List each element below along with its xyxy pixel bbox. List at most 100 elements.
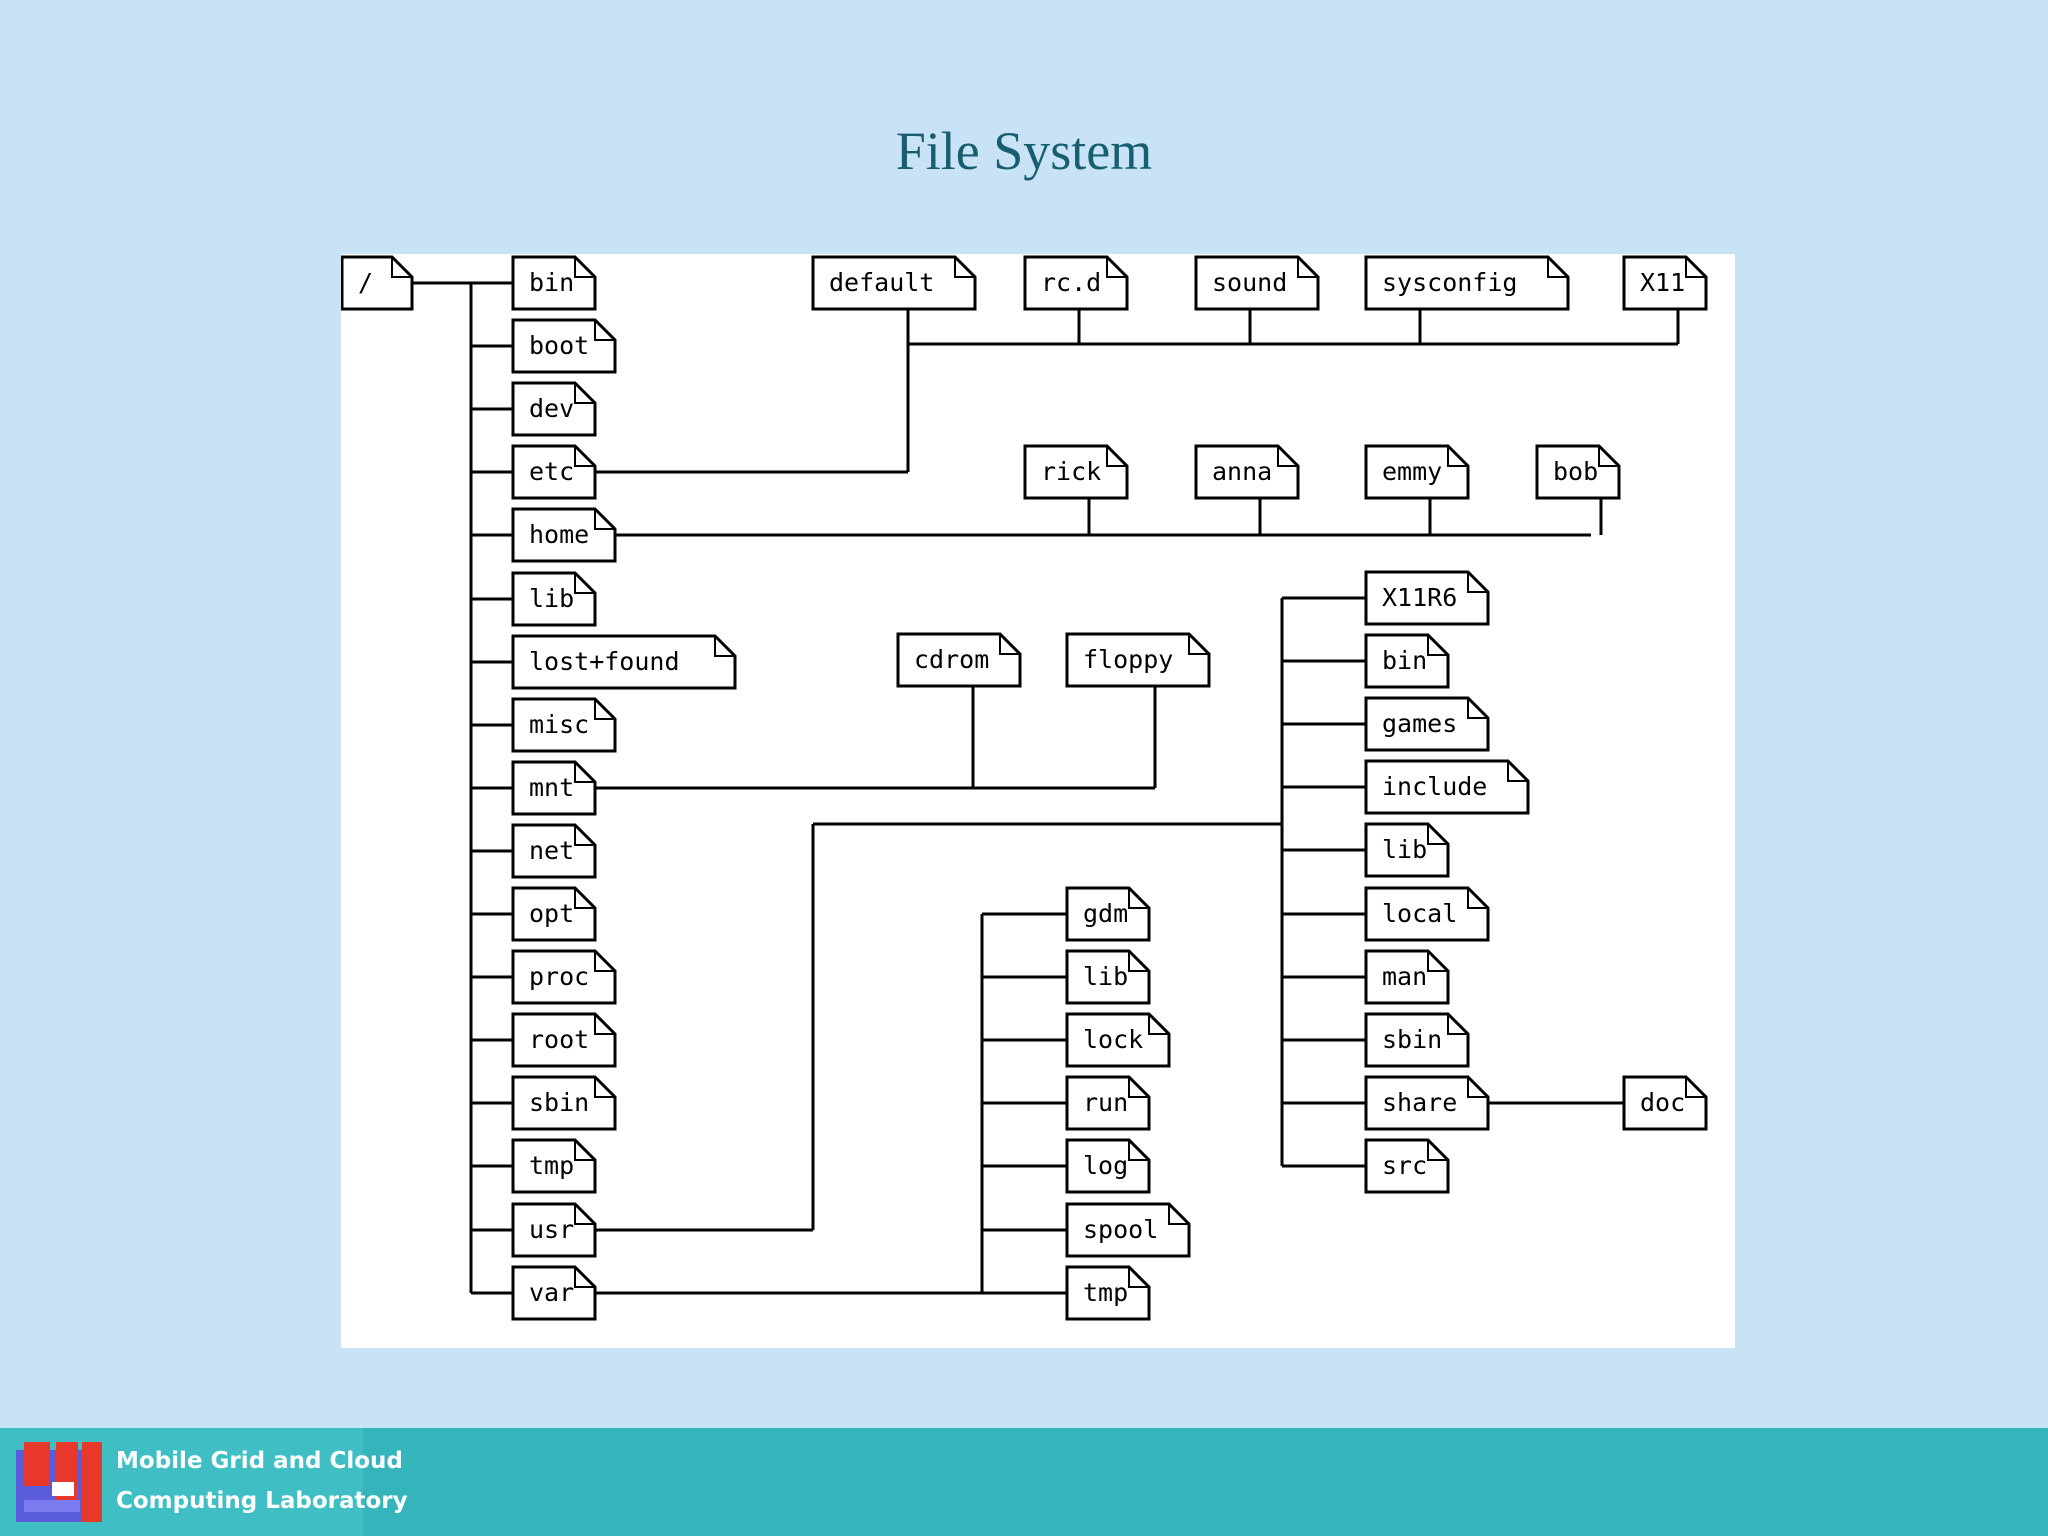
folder-box (811, 255, 977, 311)
folder-node[interactable]: default (811, 255, 977, 311)
folder-node[interactable]: lib (511, 571, 597, 627)
folder-node[interactable]: opt (511, 886, 597, 942)
folder-label: default (829, 268, 934, 297)
folder-box (1194, 444, 1300, 500)
folded-corner (1547, 257, 1568, 278)
file-system-tree-diagram: / bin boot dev etc home lib lost+found misc mnt ne… (341, 254, 1735, 1348)
folded-corner (1168, 1204, 1189, 1225)
folded-corner (1277, 446, 1298, 467)
slide-title: File System (895, 121, 1153, 181)
folder-node[interactable]: X11 (1622, 255, 1708, 311)
folder-node[interactable]: log (1065, 1138, 1151, 1194)
folder-node[interactable]: proc (511, 949, 617, 1005)
folder-node[interactable]: emmy (1364, 444, 1470, 500)
folder-node[interactable]: sysconfig (1364, 255, 1570, 311)
folder-node[interactable]: doc (1622, 1075, 1708, 1131)
folder-node[interactable]: lib (1364, 822, 1450, 878)
folder-node[interactable]: root (511, 1012, 617, 1068)
folder-node[interactable]: bin (511, 255, 597, 311)
folder-node[interactable]: lost+found (511, 634, 737, 690)
lab-logo-icon (16, 1442, 102, 1522)
folder-node[interactable]: home (511, 507, 617, 563)
folded-corner (574, 1140, 595, 1161)
folder-node[interactable]: bob (1535, 444, 1621, 500)
folder-label: local (1382, 899, 1457, 928)
folder-label: run (1083, 1088, 1128, 1117)
folder-box (511, 1012, 617, 1068)
folder-label: man (1382, 962, 1427, 991)
folder-node[interactable]: X11R6 (1364, 570, 1490, 626)
folder-node[interactable]: cdrom (896, 632, 1022, 688)
folder-label: cdrom (914, 645, 989, 674)
folder-label: sound (1212, 268, 1287, 297)
folder-node[interactable]: games (1364, 696, 1490, 752)
folder-box (511, 697, 617, 753)
folder-node[interactable]: spool (1065, 1202, 1191, 1258)
folder-node[interactable]: src (1364, 1138, 1450, 1194)
folder-node[interactable]: mnt (511, 760, 597, 816)
folder-box (1364, 1075, 1490, 1131)
folded-corner (391, 257, 412, 278)
tree-svg: / bin boot dev etc home lib lost+found misc mnt ne… (341, 255, 1708, 1321)
folder-node[interactable]: / (341, 255, 414, 311)
folded-corner (594, 699, 615, 720)
folder-node[interactable]: rick (1023, 444, 1129, 500)
folder-box (1364, 444, 1470, 500)
folder-label: etc (529, 457, 574, 486)
folder-node[interactable]: floppy (1065, 632, 1211, 688)
folder-node[interactable]: usr (511, 1202, 597, 1258)
folder-label: bob (1553, 457, 1598, 486)
folded-corner (1598, 446, 1619, 467)
folded-corner (574, 1267, 595, 1288)
folded-corner (574, 888, 595, 909)
folder-label: var (529, 1278, 574, 1307)
folder-box (1364, 255, 1570, 311)
folder-node[interactable]: bin (1364, 633, 1450, 689)
folded-corner (1128, 1077, 1149, 1098)
folder-node[interactable]: anna (1194, 444, 1300, 500)
folded-corner (1427, 1140, 1448, 1161)
folder-node[interactable]: man (1364, 949, 1450, 1005)
folder-node[interactable]: lock (1065, 1012, 1171, 1068)
folder-node[interactable]: misc (511, 697, 617, 753)
folder-label: tmp (1083, 1278, 1128, 1307)
folder-label: sysconfig (1382, 268, 1517, 297)
folder-node[interactable]: dev (511, 381, 597, 437)
folder-box (896, 632, 1022, 688)
folder-node[interactable]: gdm (1065, 886, 1151, 942)
folder-label: boot (529, 331, 589, 360)
folded-corner (1427, 951, 1448, 972)
folder-label: lost+found (529, 647, 680, 676)
folder-node[interactable]: include (1364, 759, 1530, 815)
folded-corner (1148, 1014, 1169, 1035)
folder-label: doc (1640, 1088, 1685, 1117)
folder-label: lib (1382, 835, 1427, 864)
folder-node[interactable]: sound (1194, 255, 1320, 311)
folder-node[interactable]: etc (511, 444, 597, 500)
folder-label: misc (529, 710, 589, 739)
folded-corner (999, 634, 1020, 655)
folder-node[interactable]: tmp (511, 1138, 597, 1194)
folded-corner (574, 825, 595, 846)
folder-label: mnt (529, 773, 574, 802)
folder-node[interactable]: net (511, 823, 597, 879)
folder-node[interactable]: sbin (511, 1075, 617, 1131)
folder-label: rc.d (1041, 268, 1101, 297)
folder-node[interactable]: local (1364, 886, 1490, 942)
folder-node[interactable]: share (1364, 1075, 1490, 1131)
folded-corner (1128, 888, 1149, 909)
folder-node[interactable]: lib (1065, 949, 1151, 1005)
folder-node[interactable]: rc.d (1023, 255, 1129, 311)
folded-corner (1128, 951, 1149, 972)
folded-corner (1427, 824, 1448, 845)
folded-corner (1427, 635, 1448, 656)
folder-node[interactable]: run (1065, 1075, 1151, 1131)
folder-node[interactable]: sbin (1364, 1012, 1470, 1068)
folder-node[interactable]: var (511, 1265, 597, 1321)
folder-node[interactable]: boot (511, 318, 617, 374)
folded-corner (1128, 1140, 1149, 1161)
lab-name-line-2: Computing Laboratory (116, 1488, 408, 1514)
folder-node[interactable]: tmp (1065, 1265, 1151, 1321)
folded-corner (714, 636, 735, 657)
folder-label: log (1083, 1151, 1128, 1180)
